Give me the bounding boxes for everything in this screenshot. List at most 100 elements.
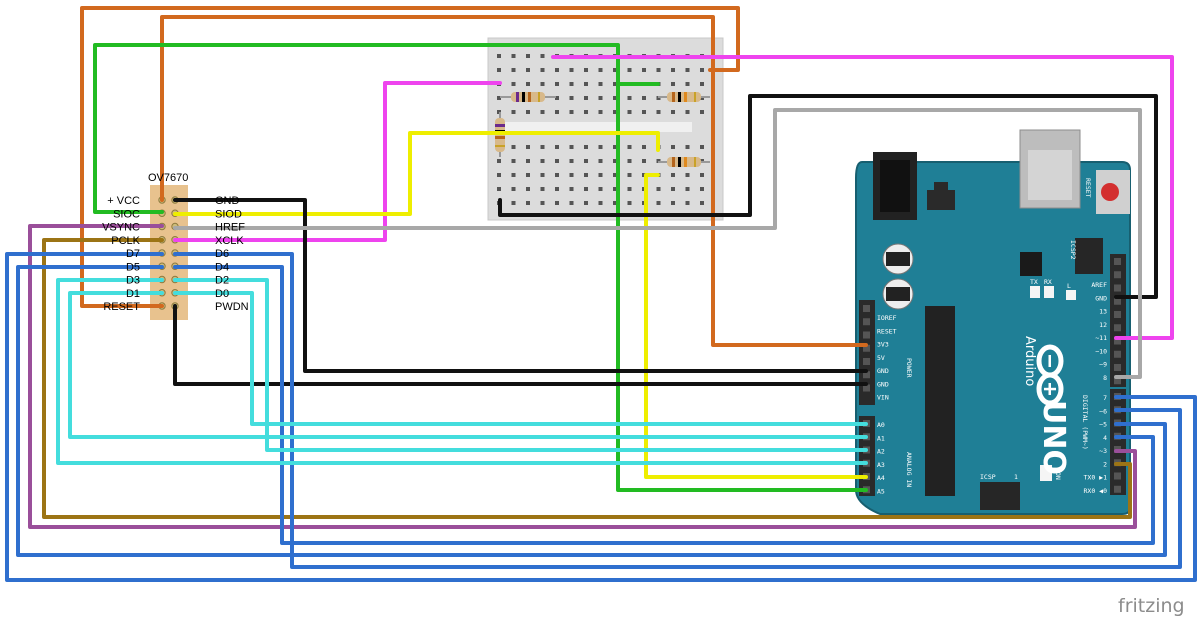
- breadboard-hole: [497, 159, 501, 163]
- camera-pin-label: D1: [126, 288, 140, 300]
- breadboard-hole: [540, 201, 545, 205]
- breadboard-hole: [555, 159, 559, 163]
- infinity-logo: [1036, 344, 1064, 406]
- breadboard-hole: [584, 201, 588, 205]
- digital-pin-label: TX0 ▶1: [1084, 474, 1108, 482]
- breadboard-hole: [627, 173, 632, 177]
- breadboard-hole: [613, 96, 617, 100]
- reset-label: RESET: [1084, 178, 1092, 198]
- wire-gnd-black: [173, 198, 868, 373]
- wire-d5-blue: [16, 265, 1167, 557]
- breadboard-hole: [555, 201, 559, 205]
- rx-label: RX: [1044, 278, 1052, 286]
- breadboard-hole: [685, 201, 690, 205]
- breadboard-hole: [540, 82, 545, 86]
- wire-pclk-brown: [42, 238, 1132, 519]
- wire-11-magenta: [551, 55, 1174, 340]
- breadboard-hole: [613, 68, 617, 72]
- camera-pin-label: D0: [215, 288, 229, 300]
- breadboard-hole: [526, 54, 530, 58]
- breadboard-hole: [526, 159, 530, 163]
- breadboard-hole: [540, 54, 545, 58]
- breadboard-hole: [642, 96, 646, 100]
- header-hole: [1114, 350, 1121, 358]
- power-pin-label: 5V: [877, 354, 885, 362]
- breadboard-hole: [497, 96, 501, 100]
- tx-label: TX: [1030, 278, 1038, 286]
- header-hole: [1114, 271, 1121, 279]
- header-hole: [1114, 284, 1121, 292]
- breadboard-hole: [598, 68, 603, 72]
- breadboard-hole: [584, 96, 588, 100]
- breadboard-hole: [671, 173, 675, 177]
- power-label: POWER: [905, 358, 913, 378]
- breadboard-hole: [613, 159, 617, 163]
- breadboard-hole: [569, 68, 574, 72]
- analog-pin-label: A0: [877, 421, 885, 429]
- analog-pin-label: A1: [877, 434, 885, 442]
- breadboard-hole: [540, 145, 545, 149]
- breadboard-hole: [511, 173, 516, 177]
- digital-pin-label: RX0 ◀0: [1084, 487, 1108, 495]
- breadboard-hole: [700, 110, 704, 114]
- digital-label: DIGITAL (PWM~): [1081, 395, 1089, 450]
- breadboard-hole: [627, 110, 632, 114]
- arduino-brand-text: Arduino: [1022, 336, 1037, 386]
- breadboard-hole: [497, 173, 501, 177]
- breadboard-hole: [555, 82, 559, 86]
- wire-d1-cyan: [68, 291, 868, 439]
- header-hole: [863, 358, 870, 365]
- breadboard-hole: [627, 68, 632, 72]
- breadboard-hole: [569, 145, 574, 149]
- l-led: [1066, 290, 1076, 300]
- header-hole: [1114, 297, 1121, 305]
- breadboard-hole: [642, 110, 646, 114]
- wire-d0-cyan: [173, 291, 868, 426]
- breadboard-hole: [700, 173, 704, 177]
- wire-gnd-black: [498, 94, 1158, 299]
- breadboard-hole: [685, 173, 690, 177]
- resistor: [658, 92, 710, 102]
- wire-a5-green: [616, 82, 868, 492]
- breadboard-hole: [511, 145, 516, 149]
- breadboard-hole: [497, 187, 501, 191]
- digital-header-low: [1110, 389, 1126, 495]
- breadboard-hole: [598, 187, 603, 191]
- analog-pin-label: A5: [877, 487, 885, 495]
- breadboard-hole: [584, 159, 588, 163]
- camera-pin-label: D7: [126, 248, 140, 260]
- breadboard-hole: [540, 187, 545, 191]
- power-header: [859, 300, 875, 405]
- on-label: ON: [1054, 472, 1062, 480]
- breadboard-hole: [700, 145, 704, 149]
- breadboard-hole: [511, 201, 516, 205]
- camera-pin-label: SIOC: [113, 208, 140, 220]
- l-label: L: [1067, 282, 1071, 290]
- voltage-regulator: [927, 190, 955, 210]
- header-hole: [863, 318, 870, 326]
- header-hole: [1114, 377, 1121, 385]
- power-pin-label: GND: [877, 367, 889, 375]
- breadboard-hole: [569, 187, 574, 191]
- breadboard-hole: [627, 145, 632, 149]
- breadboard-hole: [642, 159, 646, 163]
- breadboard-hole: [700, 201, 704, 205]
- wire-d3-cyan: [56, 278, 868, 465]
- wire-vsync-purple: [28, 224, 1137, 529]
- wire-a4-yellow: [644, 173, 868, 479]
- breadboard: [487, 37, 724, 221]
- breadboard-hole: [555, 96, 559, 100]
- breadboard-hole: [526, 201, 530, 205]
- breadboard-hole: [685, 68, 690, 72]
- breadboard-hole: [584, 145, 588, 149]
- breadboard-hole: [555, 68, 559, 72]
- breadboard-hole: [613, 82, 617, 86]
- breadboard-hole: [598, 82, 603, 86]
- breadboard-center-channel: [496, 122, 692, 132]
- on-led: [1040, 465, 1052, 481]
- wire-href-gray: [173, 108, 1142, 379]
- breadboard-hole: [613, 145, 617, 149]
- digital-pin-label: 4: [1103, 434, 1107, 442]
